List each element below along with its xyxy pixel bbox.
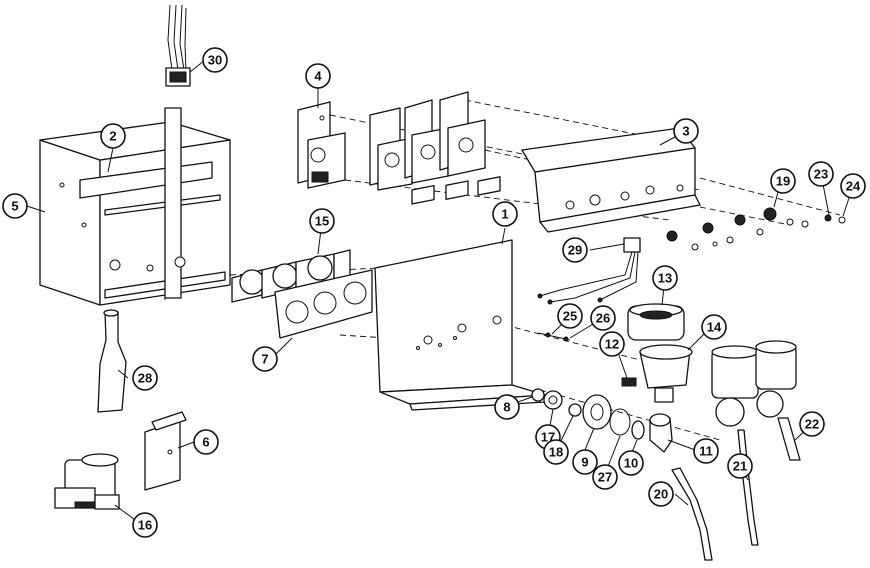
part-16-pump-motor: [54, 453, 120, 510]
svg-text:20: 20: [654, 487, 668, 502]
svg-text:8: 8: [503, 400, 510, 415]
part-6-bracket: [144, 411, 187, 491]
callout-18: 18: [543, 439, 569, 465]
svg-text:12: 12: [605, 337, 619, 352]
callout-22: 22: [799, 411, 825, 437]
callout-25: 25: [557, 303, 583, 329]
svg-text:11: 11: [699, 444, 713, 459]
part-11-elbow: [649, 413, 673, 453]
svg-text:13: 13: [658, 271, 672, 286]
callout-1: 1: [492, 201, 518, 227]
part-1-front-panel: [374, 176, 546, 411]
callout-26: 26: [590, 305, 616, 331]
hose-21: [737, 429, 759, 546]
part-9-flange: [582, 394, 612, 430]
svg-text:23: 23: [814, 167, 828, 182]
part-13-solenoid: [627, 303, 685, 341]
svg-text:27: 27: [598, 470, 612, 485]
part-15-motor-row: [231, 249, 351, 303]
svg-text:26: 26: [596, 311, 610, 326]
part-29-harness: [537, 237, 641, 305]
callout-12: 12: [599, 331, 625, 357]
callout-24: 24: [840, 173, 866, 199]
svg-text:14: 14: [707, 320, 722, 335]
callout-30: 30: [202, 47, 228, 73]
part-19-fittings-row: [666, 207, 846, 251]
hose-22: [777, 417, 801, 461]
callout-16: 16: [132, 512, 158, 538]
callout-15: 15: [309, 208, 335, 234]
svg-text:10: 10: [624, 456, 638, 471]
callout-20: 20: [648, 481, 674, 507]
part-3-motor-group: [369, 91, 486, 191]
svg-text:24: 24: [846, 179, 861, 194]
svg-text:28: 28: [138, 371, 152, 386]
callout-28: 28: [132, 365, 158, 391]
svg-text:19: 19: [776, 174, 790, 189]
part-5-frame-box: [39, 107, 231, 306]
svg-text:1: 1: [501, 207, 508, 222]
callout-27: 27: [592, 464, 618, 490]
svg-text:4: 4: [314, 69, 322, 84]
part-17-nut: [543, 390, 563, 410]
svg-text:2: 2: [109, 129, 116, 144]
callout-4: 4: [305, 63, 331, 89]
part-4-valve-motor: [297, 101, 346, 189]
callout-19: 19: [770, 168, 796, 194]
part-18-oring: [568, 403, 582, 417]
svg-text:16: 16: [138, 518, 152, 533]
callout-10: 10: [618, 450, 644, 476]
part-21-22-pumps: [711, 340, 797, 427]
callout-11: 11: [693, 438, 719, 464]
svg-text:9: 9: [581, 455, 588, 470]
part-30-wire-harness: [165, 4, 191, 87]
svg-text:6: 6: [202, 435, 209, 450]
callout-6: 6: [193, 429, 219, 455]
svg-text:30: 30: [208, 53, 222, 68]
svg-text:22: 22: [805, 417, 819, 432]
part-3-bracket: [521, 127, 701, 233]
hose-20: [671, 467, 713, 561]
svg-text:15: 15: [315, 214, 329, 229]
svg-text:29: 29: [568, 243, 582, 258]
callout-7: 7: [252, 346, 278, 372]
callout-9: 9: [572, 449, 598, 475]
callout-5: 5: [2, 193, 28, 219]
callout-14: 14: [701, 314, 727, 340]
part-7-plate: [274, 269, 373, 339]
callout-13: 13: [652, 265, 678, 291]
callout-8: 8: [494, 394, 520, 420]
part-25-26-screws: [537, 332, 571, 342]
callout-2: 2: [100, 123, 126, 149]
svg-text:3: 3: [682, 124, 689, 139]
part-27-gasket: [609, 408, 631, 436]
part-12-fitting: [621, 377, 637, 387]
part-8-washer: [531, 388, 545, 402]
callout-3: 3: [673, 118, 699, 144]
svg-text:21: 21: [733, 459, 747, 474]
svg-text:5: 5: [11, 199, 18, 214]
part-10-seal: [631, 420, 645, 440]
svg-text:7: 7: [261, 352, 268, 367]
svg-text:25: 25: [563, 309, 577, 324]
callout-29: 29: [562, 237, 588, 263]
part-14-valve-body: [639, 344, 693, 403]
part-28-hose: [97, 309, 127, 413]
svg-text:18: 18: [549, 445, 563, 460]
callout-23: 23: [808, 161, 834, 187]
callout-21: 21: [727, 453, 753, 479]
